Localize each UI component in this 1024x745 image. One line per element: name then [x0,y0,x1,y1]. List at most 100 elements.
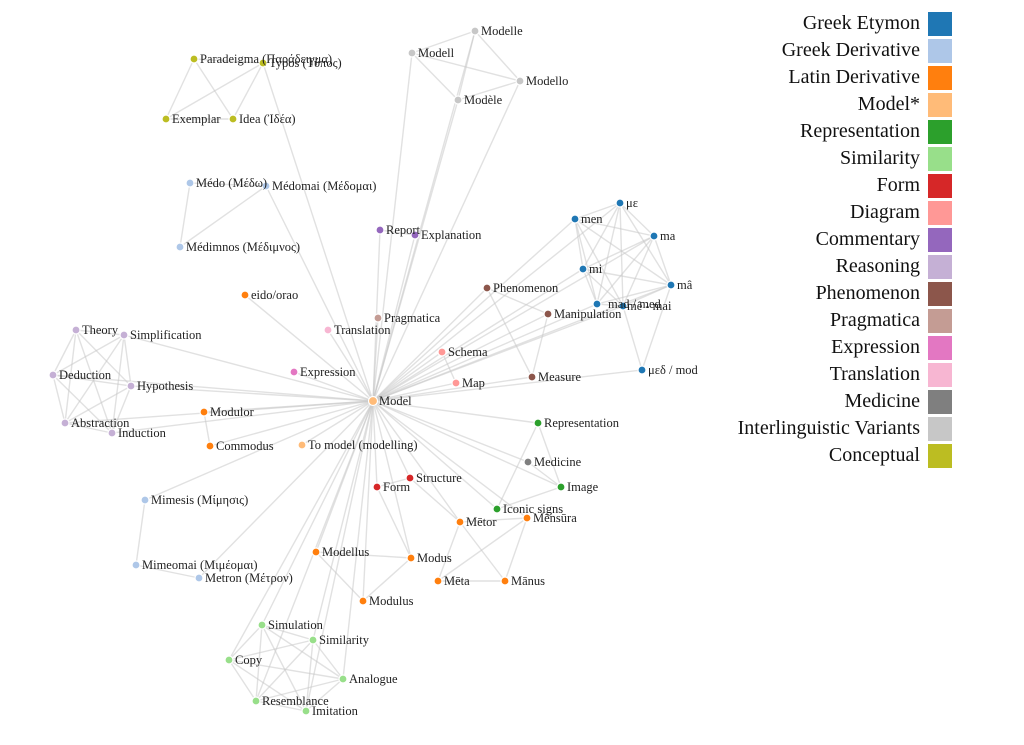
node-theory[interactable] [71,325,81,335]
node-structure[interactable] [405,473,415,483]
node-label-modulus: Modulus [369,594,414,608]
edge-me-maa [619,202,672,286]
node-mai[interactable] [618,301,628,311]
node-report[interactable] [375,225,385,235]
node-imitation[interactable] [301,706,311,716]
node-form[interactable] [372,482,382,492]
legend-label: Diagram [850,201,920,223]
node-iconic[interactable] [492,504,502,514]
edge-model-typos [262,62,374,402]
node-mimesis[interactable] [140,495,150,505]
node-label-metor: Mētor [466,515,497,529]
node-model[interactable] [367,395,379,407]
edge-typos-exemplar [165,62,264,120]
node-induction[interactable] [107,428,117,438]
node-label-mensura: Mēnsūra [533,511,577,525]
node-modelle[interactable] [470,26,480,36]
edge-model-modello [372,80,521,402]
edge-modelle-modell [411,30,476,54]
node-mimeomai[interactable] [131,560,141,570]
edge-ma-mi [582,235,655,270]
node-medo[interactable] [185,178,195,188]
node-label-expression: Expression [300,365,356,379]
node-typos[interactable] [258,58,268,68]
node-modello[interactable] [515,76,525,86]
edge-mi-maa [582,268,672,286]
node-paradeigma[interactable] [189,54,199,64]
node-manipulation[interactable] [543,309,553,319]
node-hypothesis[interactable] [126,381,136,391]
node-modele[interactable] [453,95,463,105]
node-men[interactable] [570,214,580,224]
node-eido[interactable] [240,290,250,300]
node-ma[interactable] [649,231,659,241]
node-modellus[interactable] [311,547,321,557]
node-resemblance[interactable] [251,696,261,706]
node-mad[interactable] [592,299,602,309]
node-mensura[interactable] [522,513,532,523]
node-metron[interactable] [194,573,204,583]
edge-copy-analogue [228,659,344,680]
node-analogue[interactable] [338,674,348,684]
node-measure[interactable] [527,372,537,382]
node-idea[interactable] [228,114,238,124]
node-modulus[interactable] [358,596,368,606]
node-simulation[interactable] [257,620,267,630]
node-label-representation: Representation [544,416,620,430]
node-phenomenon[interactable] [482,283,492,293]
node-meta[interactable] [433,576,443,586]
node-label-paradeigma: Paradeigma (Παράδειγμα) [200,52,332,66]
legend-label: Pragmatica [830,309,920,331]
node-commodus[interactable] [205,441,215,451]
node-maa[interactable] [666,280,676,290]
node-label-resemblance: Resemblance [262,694,329,708]
edge-modello-modele [457,80,521,101]
edge-men-mai [574,218,624,307]
node-medimnos[interactable] [175,242,185,252]
node-med[interactable] [637,365,647,375]
node-similarity[interactable] [308,635,318,645]
node-copy[interactable] [224,655,234,665]
node-abstraction[interactable] [60,418,70,428]
edge-model-modell [372,52,413,402]
node-label-mimeomai: Mimeomai (Μιμέομαι) [142,558,258,572]
node-representation[interactable] [533,418,543,428]
node-modell[interactable] [407,48,417,58]
node-deduction[interactable] [48,370,58,380]
node-label-eido: eido/orao [251,288,298,302]
edge-model-phenomenon [372,287,488,402]
node-simplification[interactable] [119,330,129,340]
node-mi[interactable] [578,264,588,274]
node-label-typos: Typos (Τύπος) [269,56,342,70]
edge-men-ma [574,218,655,237]
node-image[interactable] [556,482,566,492]
edge-medomai-medimnos [179,185,267,248]
legend-label: Reasoning [835,255,920,277]
node-exemplar[interactable] [161,114,171,124]
node-label-metron: Metron (Μέτρον) [205,571,293,585]
node-modulor[interactable] [199,407,209,417]
edge-modellus-modus [315,551,412,559]
node-modus[interactable] [406,553,416,563]
node-label-deduction: Deduction [59,368,112,382]
legend-label: Commentary [815,228,920,250]
node-metor[interactable] [455,517,465,527]
node-schema[interactable] [437,347,447,357]
node-translation[interactable] [323,325,333,335]
edge-model-analogue [342,400,374,680]
node-me[interactable] [615,198,625,208]
node-manus[interactable] [500,576,510,586]
node-medomai[interactable] [261,181,271,191]
node-pragmatica[interactable] [373,313,383,323]
node-expression[interactable] [289,367,299,377]
node-label-iconic: Iconic signs [503,502,563,516]
node-map[interactable] [451,378,461,388]
node-tomodel[interactable] [297,440,307,450]
edge-model-med [372,369,643,402]
legend-swatch [928,308,952,333]
edge-men-mi [574,218,584,270]
edge-ma-maa [653,235,672,286]
edge-modellus-modulus [315,551,364,602]
node-explanation[interactable] [410,230,420,240]
node-medicine[interactable] [523,457,533,467]
